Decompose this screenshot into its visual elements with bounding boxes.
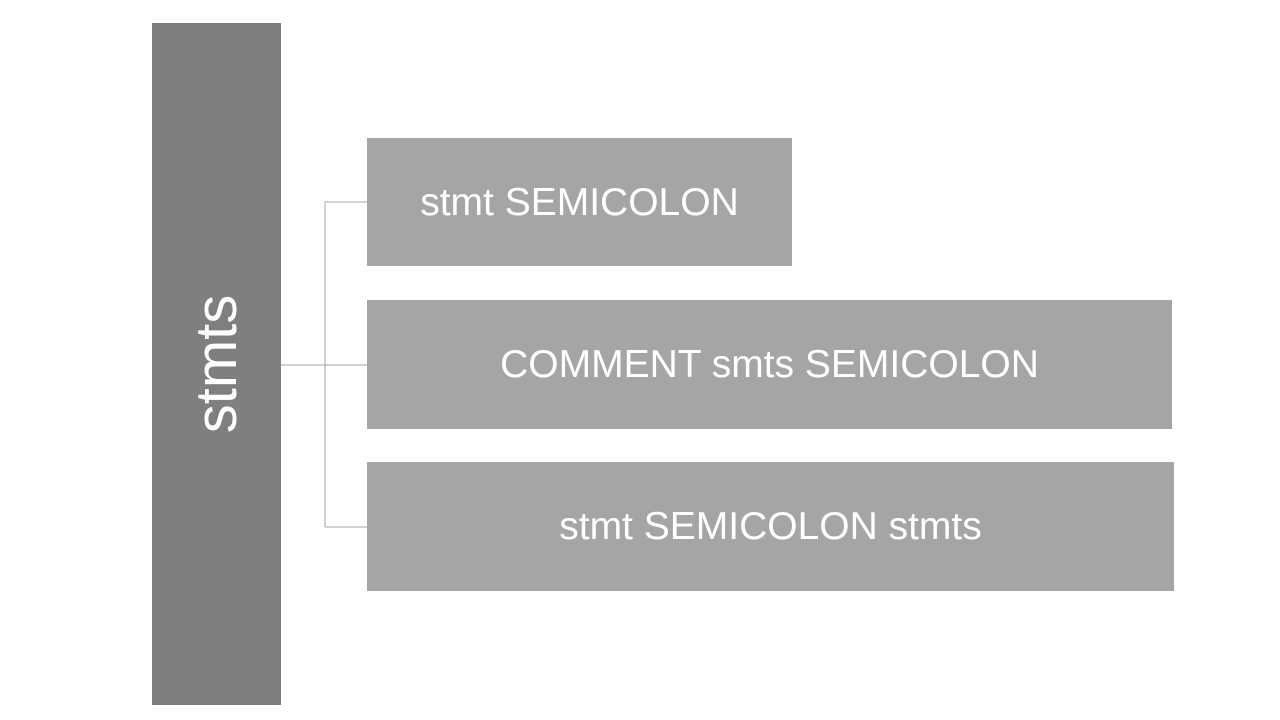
child-node-label: stmt SEMICOLON stmts [559,505,982,548]
root-node-stmts: stmts [152,23,281,705]
child-node-stmt-semicolon: stmt SEMICOLON [367,138,792,266]
root-node-label: stmts [183,294,249,434]
child-node-comment-smts-semicolon: COMMENT smts SEMICOLON [367,300,1172,429]
child-node-stmt-semicolon-stmts: stmt SEMICOLON stmts [367,462,1174,591]
child-node-label: COMMENT smts SEMICOLON [500,343,1039,386]
child-node-label: stmt SEMICOLON [420,180,739,224]
